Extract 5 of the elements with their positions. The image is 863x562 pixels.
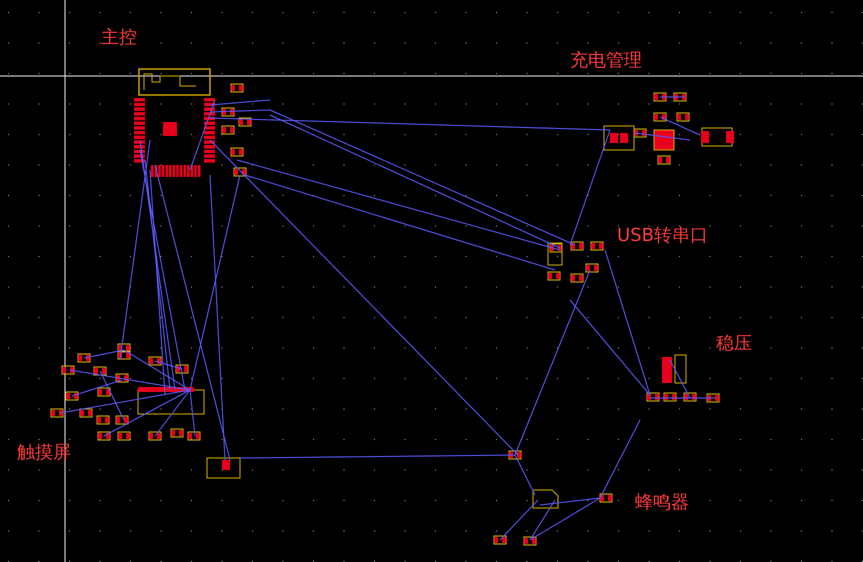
section-label: USB转串口: [617, 227, 708, 245]
section-label: 蜂鸣器: [635, 494, 689, 512]
section-label: 稳压: [716, 335, 752, 353]
section-label: 主控: [101, 29, 137, 47]
section-label: 充电管理: [570, 52, 642, 70]
